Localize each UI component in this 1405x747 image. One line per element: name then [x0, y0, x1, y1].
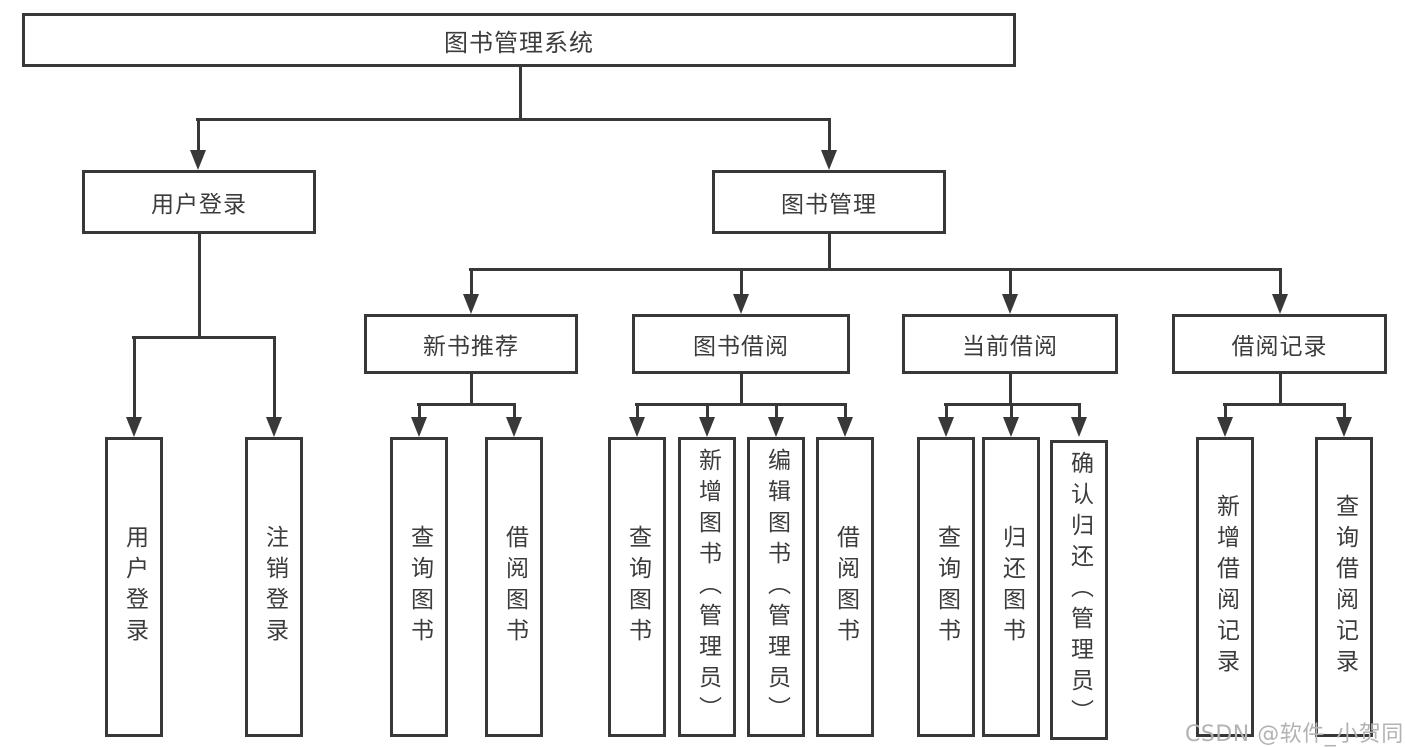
arrow-head-icon: [768, 417, 784, 437]
arrow-head-icon: [266, 417, 282, 437]
arrow-head-icon: [938, 417, 954, 437]
connector-root-stub: [519, 67, 522, 121]
connector-borrowing-records-rail: [1223, 403, 1346, 406]
arrow-head-icon: [837, 417, 853, 437]
connector-to-book-borrowing: [740, 268, 743, 294]
connector-new-book-rec-stub: [470, 374, 473, 405]
arrow-head-icon: [190, 150, 206, 170]
connector-to-current-borrowing: [1009, 268, 1012, 294]
leaf-query-books-bb: 查询图书: [608, 437, 666, 737]
connector-leaf-stem: [418, 403, 421, 417]
arrow-head-icon: [733, 294, 749, 314]
arrow-head-icon: [1002, 294, 1018, 314]
arrow-head-icon: [1003, 417, 1019, 437]
connector-leaf-stem: [775, 403, 778, 417]
connector-book-management-rail: [469, 268, 1281, 271]
arrow-head-icon: [1217, 417, 1233, 437]
node-current-borrowing: 当前借阅: [902, 314, 1118, 374]
node-user-login: 用户登录: [82, 170, 316, 234]
leaf-return-books: 归还图书: [982, 437, 1040, 737]
leaf-confirm-return-admin: 确认归还（管理员）: [1050, 440, 1108, 740]
leaf-add-books-admin: 新增图书（管理员）: [678, 437, 736, 737]
connector-borrowing-records-stub: [1279, 374, 1282, 405]
leaf-user-login: 用户登录: [105, 437, 163, 737]
connector-book-borrowing-stub: [740, 374, 743, 405]
connector-leaf-stem: [1010, 403, 1013, 417]
connector-to-user-login: [197, 118, 200, 150]
node-borrowing-records: 借阅记录: [1172, 314, 1387, 374]
arrow-head-icon: [463, 294, 479, 314]
node-new-book-recommendation: 新书推荐: [364, 314, 578, 374]
connector-leaf-stem: [844, 403, 847, 417]
connector-new-book-rec-rail: [417, 403, 515, 406]
connector-leaf-stem: [513, 403, 516, 417]
leaf-edit-books-admin: 编辑图书（管理员）: [747, 437, 805, 737]
arrow-head-icon: [411, 417, 427, 437]
arrow-head-icon: [1272, 294, 1288, 314]
connector-to-new-book-rec: [470, 268, 473, 294]
arrow-head-icon: [126, 417, 142, 437]
connector-leaf-stem: [1078, 403, 1081, 417]
leaf-query-books-cb: 查询图书: [917, 437, 975, 737]
csdn-watermark: CSDN @软件_小贺同学: [1185, 722, 1405, 747]
connector-leaf-stem: [706, 403, 709, 417]
arrow-head-icon: [1336, 417, 1352, 437]
connector-root-rail: [196, 118, 831, 121]
connector-to-leaf-logout: [273, 336, 276, 417]
leaf-logout: 注销登录: [245, 437, 303, 737]
connector-to-leaf-user-login: [133, 336, 136, 417]
leaf-borrow-books-nbr: 借阅图书: [485, 437, 543, 737]
arrow-head-icon: [699, 417, 715, 437]
leaf-borrow-books-bb: 借阅图书: [816, 437, 874, 737]
arrow-head-icon: [1071, 417, 1087, 437]
leaf-query-borrow-record: 查询借阅记录: [1315, 437, 1373, 737]
node-book-borrowing: 图书借阅: [632, 314, 850, 374]
leaf-add-borrow-record: 新增借阅记录: [1196, 437, 1254, 737]
node-book-management: 图书管理: [712, 170, 946, 234]
connector-book-borrowing-rail: [635, 403, 846, 406]
connector-leaf-stem: [1224, 403, 1227, 417]
arrow-head-icon: [629, 417, 645, 437]
connector-to-borrowing-records: [1279, 268, 1282, 294]
node-library-management-system: 图书管理系统: [22, 13, 1016, 67]
connector-leaf-stem: [945, 403, 948, 417]
leaf-query-books-nbr: 查询图书: [390, 437, 448, 737]
connector-leaf-stem: [636, 403, 639, 417]
connector-current-borrowing-stub: [1009, 374, 1012, 405]
connector-book-management-stub: [828, 234, 831, 270]
arrow-head-icon: [506, 417, 522, 437]
arrow-head-icon: [821, 150, 837, 170]
connector-user-login-rail: [132, 336, 276, 339]
connector-leaf-stem: [1343, 403, 1346, 417]
connector-to-book-management: [828, 118, 831, 150]
connector-user-login-stub: [198, 234, 201, 338]
